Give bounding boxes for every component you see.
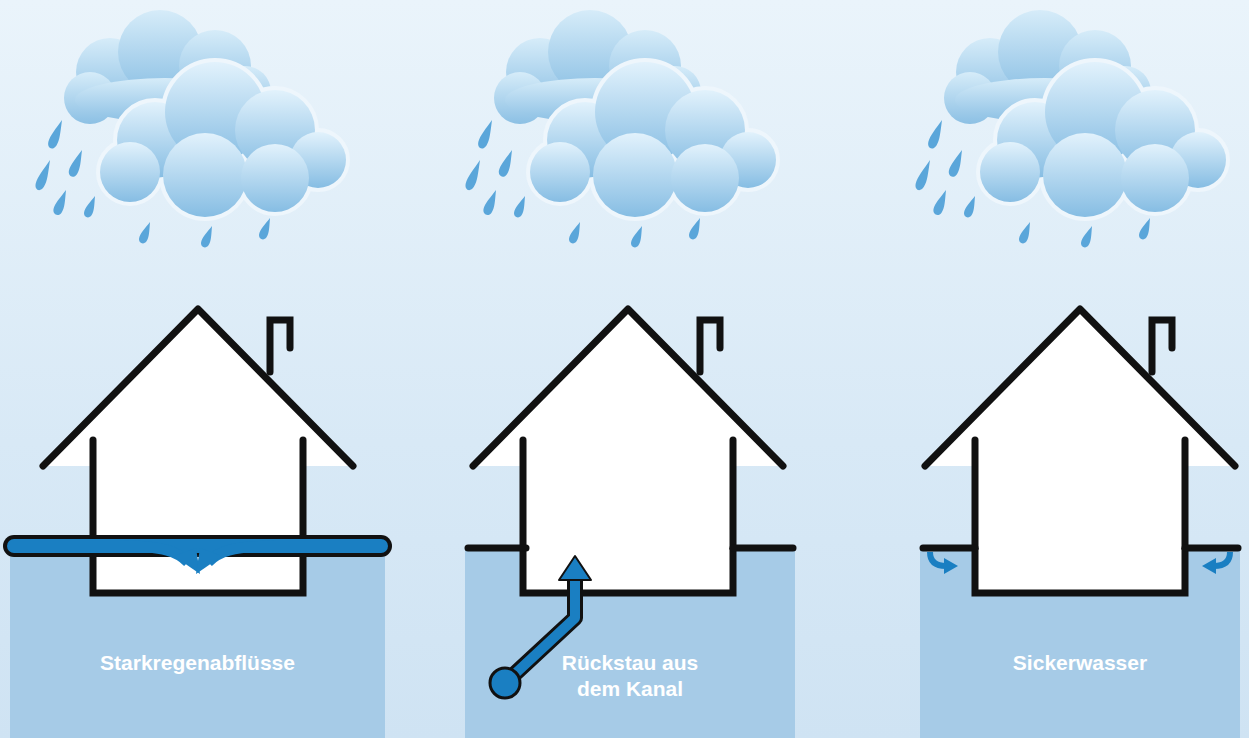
ground-line <box>468 545 1238 552</box>
runoff-water <box>14 546 381 574</box>
caption-text: Starkregenabflüsse <box>100 650 295 676</box>
caption-text: Sickerwasser <box>1013 650 1147 676</box>
rain-cloud <box>914 10 1226 249</box>
caption-text: Rückstau aus dem Kanal <box>548 650 713 703</box>
label-band: Rückstau aus dem Kanal <box>465 640 795 738</box>
seepage-water <box>930 552 1230 574</box>
label-band: Sickerwasser <box>920 640 1240 738</box>
label-band: Starkregenabflüsse <box>10 640 385 738</box>
rain-cloud <box>464 10 776 249</box>
sewer-backflow <box>490 556 591 698</box>
rain-cloud <box>34 10 346 249</box>
